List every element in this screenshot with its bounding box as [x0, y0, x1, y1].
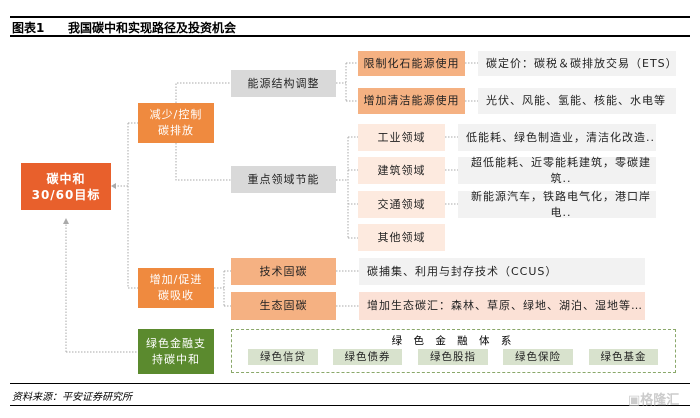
- sector-other: 其他领域: [358, 224, 445, 251]
- watermark-logo-icon: ▣: [628, 393, 641, 408]
- energy-structure: 能源结构调整: [231, 70, 336, 97]
- title-rule: [10, 35, 690, 37]
- sector-transport: 交通领域: [358, 191, 445, 218]
- watermark: ▣格隆汇: [628, 389, 679, 408]
- reduce-emissions: 减少/控制碳排放: [138, 103, 214, 143]
- green-bonds: 绿色债券: [333, 349, 402, 365]
- reduce-line2: 碳排放: [158, 124, 194, 137]
- goal-line2: 30/60目标: [31, 187, 101, 202]
- eco-sequestration-desc: 增加生态碳汇：森林、草原、绿地、湖泊、湿地等…: [359, 292, 645, 320]
- bottom-rule: [10, 405, 690, 406]
- key-sector-saving: 重点领域节能: [231, 166, 336, 193]
- sector-building: 建筑领域: [358, 157, 445, 184]
- transport-desc: 新能源汽车，铁路电气化，港口岸电..: [458, 190, 656, 219]
- increase-clean-desc: 光伏、风能、氢能、核能、水电等: [478, 88, 676, 114]
- system-title: 绿 色 金 融 体 系: [391, 335, 516, 347]
- absorb-line2: 碳吸收: [158, 289, 194, 302]
- absorb-line1: 增加/促进: [149, 273, 203, 286]
- footer-rule: [10, 383, 690, 384]
- increase-absorption: 增加/促进碳吸收: [138, 268, 214, 308]
- finance-line1: 绿色金融支: [146, 336, 206, 350]
- increase-clean: 增加清洁能源使用: [358, 88, 465, 114]
- source-note: 资料来源：平安证券研究所: [12, 392, 132, 403]
- figure-label: 图表1: [12, 21, 45, 35]
- limit-fossil: 限制化石能源使用: [358, 51, 465, 76]
- green-credit: 绿色信贷: [248, 349, 318, 365]
- green-finance-system: 绿 色 金 融 体 系: [231, 329, 676, 373]
- watermark-text: 格隆汇: [640, 393, 680, 408]
- green-insurance: 绿色保险: [503, 349, 573, 365]
- limit-fossil-desc: 碳定价：碳税＆碳排放交易（ETS）: [478, 51, 677, 76]
- green-fund: 绿色基金: [589, 349, 658, 365]
- sector-industry: 工业领域: [358, 124, 445, 151]
- tech-sequestration-desc: 碳捕集、利用与封存技术（CCUS）: [359, 258, 645, 285]
- building-desc: 超低能耗、近零能耗建筑，零碳建筑..: [458, 156, 656, 185]
- goal-line1: 碳中和: [46, 171, 86, 186]
- reduce-line1: 减少/控制: [149, 108, 203, 121]
- eco-sequestration: 生态固碳: [231, 292, 336, 320]
- industry-desc: 低能耗、绿色制造业，清洁化改造..: [458, 124, 656, 151]
- tech-sequestration: 技术固碳: [231, 258, 336, 285]
- green-finance: 绿色金融支持碳中和: [138, 329, 214, 374]
- figure-title: 我国碳中和实现路径及投资机会: [68, 21, 237, 35]
- green-index: 绿色股指: [418, 349, 488, 365]
- top-rule: [10, 16, 690, 18]
- finance-line2: 持碳中和: [152, 352, 200, 366]
